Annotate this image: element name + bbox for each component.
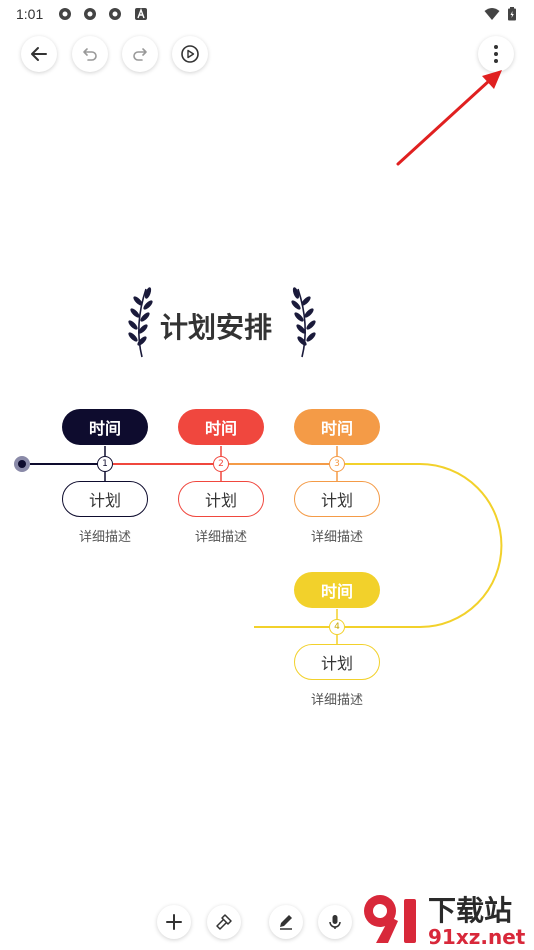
pen-icon <box>280 915 292 930</box>
step-2-number: 2 <box>213 456 229 472</box>
hammer-icon <box>216 914 232 930</box>
redo-icon <box>133 48 147 61</box>
step-2-plan-pill[interactable]: 计划 <box>178 481 264 517</box>
watermark-brand: 下载站 <box>428 894 513 927</box>
a-notification-icon <box>135 8 147 20</box>
watermark-91-icon <box>364 895 416 943</box>
step-4-description[interactable]: 详细描述 <box>310 693 363 708</box>
step-4-plan-pill[interactable]: 计划 <box>294 644 380 680</box>
more-vertical-icon <box>494 45 498 63</box>
play-icon <box>181 45 199 63</box>
step-4-time-pill[interactable]: 时间 <box>294 572 380 608</box>
step-2-time-pill[interactable]: 时间 <box>178 409 264 445</box>
annotation-arrow <box>396 70 502 166</box>
watermark-domain: 91xz.net <box>428 925 526 949</box>
add-button[interactable] <box>157 905 191 939</box>
wifi-icon <box>484 8 500 20</box>
microphone-icon <box>329 915 341 929</box>
plus-icon <box>166 914 182 930</box>
microphone-button[interactable] <box>318 905 352 939</box>
undo-button[interactable] <box>72 36 108 72</box>
app-notification-icon <box>109 8 121 20</box>
redo-button[interactable] <box>122 36 158 72</box>
step-3-number: 3 <box>329 456 345 472</box>
watermark-logo: 下载站 91xz.net <box>360 885 534 950</box>
document-title[interactable]: 计划安排 <box>160 311 273 344</box>
laurel-left-icon <box>128 287 153 358</box>
status-time: 1:01 <box>16 6 44 22</box>
battery-icon <box>508 7 516 21</box>
undo-icon <box>83 48 97 61</box>
status-bar: 1:01 <box>0 0 534 30</box>
app-notification-icon <box>59 8 71 20</box>
laurel-right-icon <box>291 287 316 358</box>
pen-button[interactable] <box>269 905 303 939</box>
step-1-plan-pill[interactable]: 计划 <box>62 481 148 517</box>
step-1-number: 1 <box>97 456 113 472</box>
play-button[interactable] <box>172 36 208 72</box>
more-options-button[interactable] <box>478 36 514 72</box>
step-4-number: 4 <box>329 619 345 635</box>
hammer-button[interactable] <box>207 905 241 939</box>
arrow-left-icon <box>31 47 47 61</box>
step-1-time-pill[interactable]: 时间 <box>62 409 148 445</box>
step-3-description[interactable]: 详细描述 <box>310 530 363 545</box>
app-notification-icon <box>84 8 96 20</box>
step-3-time-pill[interactable]: 时间 <box>294 409 380 445</box>
back-button[interactable] <box>21 36 57 72</box>
step-2-description[interactable]: 详细描述 <box>194 530 247 545</box>
step-3-plan-pill[interactable]: 计划 <box>294 481 380 517</box>
step-1-description[interactable]: 详细描述 <box>78 530 131 545</box>
